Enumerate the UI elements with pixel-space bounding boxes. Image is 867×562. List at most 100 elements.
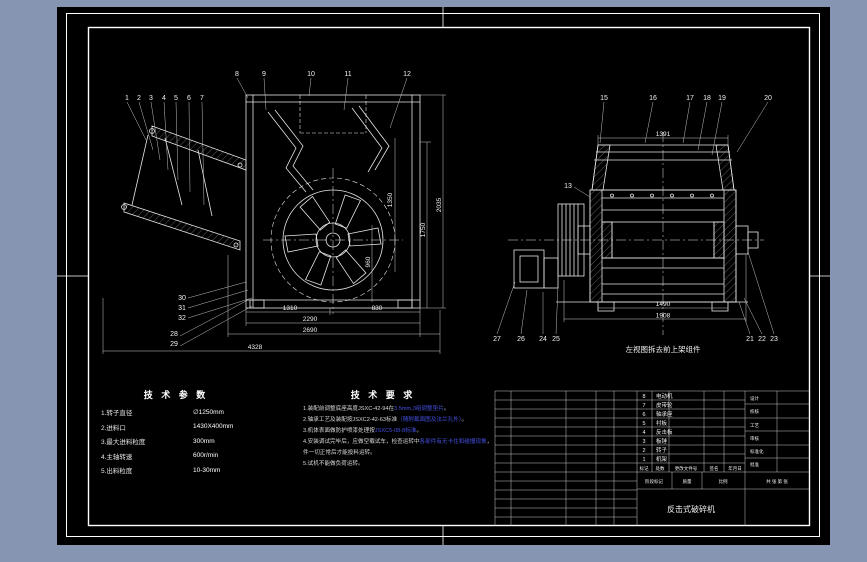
dim: 4328 bbox=[248, 344, 263, 351]
dim: 1750 bbox=[420, 222, 427, 237]
callout: 8 bbox=[235, 71, 239, 78]
tech-param-row: 1.转子直径 ∅1250mm bbox=[101, 409, 224, 418]
dim: 960 bbox=[365, 256, 372, 267]
svg-text:电动机: 电动机 bbox=[656, 392, 673, 400]
parts-list-text: 8 电动机 7 皮带轮 6 轴承座 5 衬板 4 反击板 3 板锤 2 转子 1 机架 bbox=[642, 392, 673, 463]
svg-text:板锤: 板锤 bbox=[656, 437, 668, 445]
callout: 31 bbox=[178, 305, 186, 312]
callout: 11 bbox=[344, 71, 351, 78]
callout: 32 bbox=[178, 315, 186, 322]
callout: 13 bbox=[564, 183, 572, 190]
callout: 19 bbox=[718, 95, 726, 102]
callout: 15 bbox=[600, 95, 608, 102]
drawing-frame bbox=[57, 7, 830, 545]
drawing-title: 反击式破碎机 bbox=[667, 504, 715, 514]
tech-params-title: 技 术 参 数 bbox=[143, 390, 209, 400]
dim: 1310 bbox=[283, 305, 298, 312]
callout-numbers: 1 2 3 4 5 6 7 8 9 10 11 12 13 15 16 17 1… bbox=[125, 71, 778, 348]
callout: 2 bbox=[137, 95, 141, 102]
dimension-values: 1310 830 2290 2690 4328 1350 2035 1750 9… bbox=[248, 131, 671, 351]
svg-text:工艺: 工艺 bbox=[750, 423, 759, 428]
callout: 3 bbox=[149, 95, 153, 102]
dim: 1908 bbox=[656, 313, 671, 320]
callout: 5 bbox=[174, 95, 178, 102]
svg-text:质量: 质量 bbox=[683, 478, 692, 485]
tech-req-line: 3.机体表面做防护喷漆处理按JSXC5-08-8标准。 bbox=[303, 428, 423, 434]
svg-text:批准: 批准 bbox=[750, 461, 759, 468]
tech-param-row: 2.进料口 1430X400mm bbox=[101, 423, 234, 432]
callout: 30 bbox=[178, 295, 186, 302]
tech-req-line: 4.安装调试完毕后，应做空载试车，检查运转中各部件有无卡住和碰撞现象， bbox=[303, 439, 493, 445]
callout: 23 bbox=[770, 336, 778, 343]
view-caption: 左视图拆去前上架组件 bbox=[626, 344, 701, 354]
right-view bbox=[508, 132, 764, 335]
svg-text:5: 5 bbox=[642, 421, 645, 427]
callout: 4 bbox=[162, 95, 166, 102]
svg-text:设计: 设计 bbox=[750, 395, 759, 402]
svg-text:比例: 比例 bbox=[719, 478, 728, 485]
svg-text:校核: 校核 bbox=[750, 408, 759, 415]
svg-text:2: 2 bbox=[642, 448, 645, 454]
dim: 1490 bbox=[656, 301, 671, 308]
tech-req-block: 技 术 要 求 1.装配前调整底座高度JSXC-42-94在3.5mm,3组调整… bbox=[303, 388, 499, 470]
svg-text:标记: 标记 bbox=[640, 465, 649, 472]
dim: 1391 bbox=[656, 131, 671, 138]
callout: 25 bbox=[552, 336, 560, 343]
callout: 26 bbox=[517, 336, 525, 343]
svg-text:轴承座: 轴承座 bbox=[656, 410, 673, 418]
callout: 20 bbox=[764, 95, 772, 102]
callout: 9 bbox=[262, 71, 266, 78]
dim: 1350 bbox=[387, 192, 394, 207]
svg-text:机架: 机架 bbox=[656, 455, 668, 463]
sheet bbox=[57, 7, 830, 545]
dim: 2035 bbox=[436, 197, 443, 212]
svg-text:年月日: 年月日 bbox=[728, 465, 742, 472]
callout: 16 bbox=[649, 95, 657, 102]
tech-req-title: 技 术 要 求 bbox=[350, 390, 416, 400]
title-block bbox=[637, 391, 809, 490]
dim: 830 bbox=[372, 305, 383, 312]
callout: 6 bbox=[187, 95, 191, 102]
dim: 2690 bbox=[303, 327, 318, 334]
tech-param-row: 5.出料粒度 10-30mm bbox=[101, 466, 221, 476]
svg-text:转子: 转子 bbox=[656, 446, 668, 454]
tech-params-block: 技 术 参 数 1.转子直径 ∅1250mm 2.进料口 1430X400mm … bbox=[101, 388, 297, 478]
tech-req-line: 1.装配前调整底座高度JSXC-42-94在3.5mm,3组调整垫片。 bbox=[303, 406, 450, 412]
svg-text:8: 8 bbox=[642, 394, 645, 400]
callout: 18 bbox=[703, 95, 711, 102]
svg-text:更改文件号: 更改文件号 bbox=[675, 465, 698, 472]
svg-text:1: 1 bbox=[642, 457, 645, 463]
svg-text:阶段标记: 阶段标记 bbox=[645, 478, 663, 485]
svg-text:共 张 第 张: 共 张 第 张 bbox=[766, 478, 788, 485]
svg-text:4: 4 bbox=[642, 430, 645, 436]
tech-param-row: 4.主轴转速 600r/min bbox=[101, 452, 219, 461]
callout: 7 bbox=[200, 95, 204, 102]
title-block-text: 标记 处数 更改文件号 签名 年月日 设计 校核 工艺 审核 标准化 批准 阶段… bbox=[640, 395, 789, 514]
callout: 22 bbox=[758, 336, 766, 343]
svg-text:标准化: 标准化 bbox=[750, 448, 764, 455]
svg-text:6: 6 bbox=[642, 412, 645, 418]
svg-text:衬板: 衬板 bbox=[656, 419, 668, 427]
callout: 29 bbox=[170, 341, 178, 348]
callout: 24 bbox=[539, 336, 547, 343]
svg-text:3: 3 bbox=[642, 439, 645, 445]
tech-param-row: 3.最大进料粒度 300mm bbox=[101, 437, 215, 447]
right-view-dimensions bbox=[563, 135, 747, 322]
tech-req-line: 件一切正常后才能投料运转。 bbox=[303, 450, 376, 456]
callout: 10 bbox=[307, 71, 315, 78]
callout: 12 bbox=[403, 71, 411, 78]
svg-text:皮带轮: 皮带轮 bbox=[656, 401, 673, 409]
svg-text:反击板: 反击板 bbox=[656, 428, 673, 436]
svg-text:签名: 签名 bbox=[710, 465, 719, 472]
callout: 1 bbox=[125, 95, 129, 102]
tech-req-line: 2.轴承工艺及装配按JSXC2-42-63标准（随附截面图及法兰孔外）。 bbox=[303, 417, 468, 423]
callout: 27 bbox=[493, 336, 501, 343]
svg-text:7: 7 bbox=[642, 403, 645, 409]
leader-lines bbox=[126, 77, 775, 347]
left-view bbox=[121, 94, 421, 314]
svg-text:审核: 审核 bbox=[750, 435, 759, 442]
dim: 2290 bbox=[303, 316, 318, 323]
svg-text:处数: 处数 bbox=[656, 465, 665, 472]
